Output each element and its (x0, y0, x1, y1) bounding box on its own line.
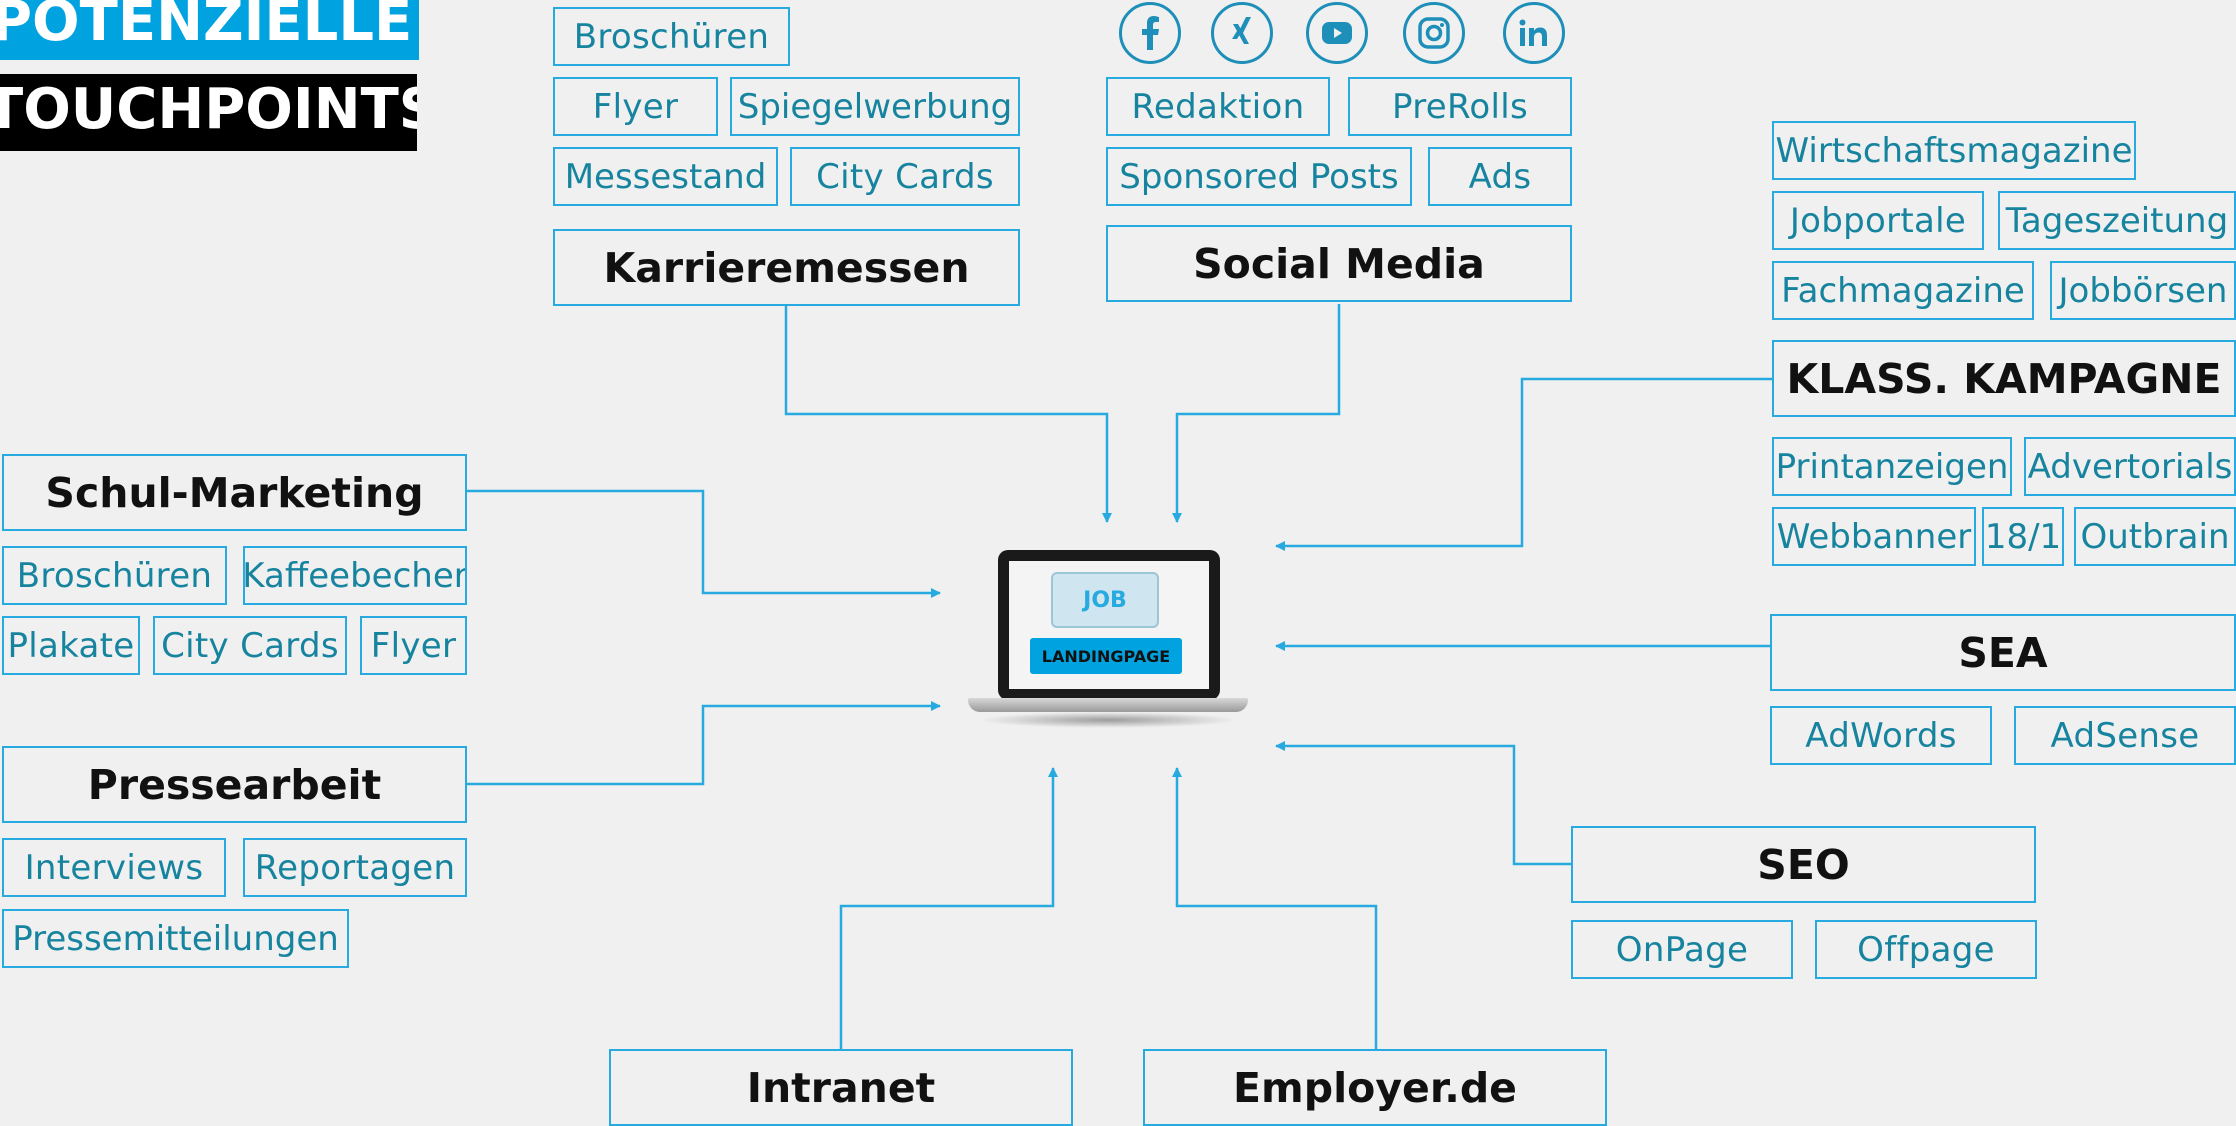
line-social-media (1172, 304, 1341, 523)
node-schul-marketing: Schul-Marketing (2, 454, 467, 531)
node-karrieremessen: Karrieremessen (553, 229, 1020, 306)
tag-outbrain: Outbrain (2074, 507, 2236, 566)
youtube-icon[interactable] (1306, 2, 1368, 64)
node-seo: SEO (1571, 826, 2036, 903)
tag-plakate: Plakate (2, 616, 140, 675)
facebook-icon[interactable] (1119, 2, 1181, 64)
node-social-media: Social Media (1106, 225, 1572, 302)
tag-redaktion: Redaktion (1106, 77, 1330, 136)
tag-onpage: OnPage (1571, 920, 1793, 979)
node-pressearbeit: Pressearbeit (2, 746, 467, 823)
instagram-icon[interactable] (1403, 2, 1465, 64)
tag-messestand: Messestand (553, 147, 778, 206)
tag-jobportale: Jobportale (1772, 191, 1984, 250)
tag-broschueren-messe: Broschüren (553, 7, 790, 66)
line-klass-kampagne (1275, 377, 1772, 551)
tag-flyer-schule: Flyer (360, 616, 467, 675)
tag-jobboersen: Jobbörsen (2050, 261, 2236, 320)
line-karrieremessen (784, 306, 1112, 523)
tag-ads: Ads (1428, 147, 1572, 206)
tag-pressemitteilungen: Pressemitteilungen (2, 909, 349, 968)
tag-interviews: Interviews (2, 838, 226, 897)
tag-broschueren-schule: Broschüren (2, 546, 227, 605)
xing-icon[interactable] (1211, 2, 1273, 64)
laptop-base (968, 698, 1248, 712)
tag-wirtschaftsmagazine: Wirtschaftsmagazine (1772, 121, 2136, 180)
line-schul-marketing (467, 489, 941, 598)
tag-spiegelwerbung: Spiegelwerbung (730, 77, 1020, 136)
tag-reportagen: Reportagen (243, 838, 467, 897)
line-intranet (839, 767, 1058, 1049)
tag-kaffeebecher: Kaffeebecher (243, 546, 467, 605)
tag-18-1: 18/1 (1982, 507, 2064, 566)
line-pressearbeit (467, 701, 941, 786)
title-line-2: TOUCHPOINTS (0, 74, 417, 151)
node-employer-de: Employer.de (1143, 1049, 1607, 1126)
tag-adsense: AdSense (2014, 706, 2236, 765)
tag-flyer-messe: Flyer (553, 77, 718, 136)
laptop-landingpage: JOB LANDINGPAGE (968, 550, 1248, 730)
tag-city-cards-schule: City Cards (153, 616, 347, 675)
tag-city-cards-messe: City Cards (790, 147, 1020, 206)
tag-adwords: AdWords (1770, 706, 1992, 765)
tag-sponsored-posts: Sponsored Posts (1106, 147, 1412, 206)
tag-prerolls: PreRolls (1348, 77, 1572, 136)
tag-tageszeitung: Tageszeitung (1998, 191, 2236, 250)
laptop-shadow (978, 712, 1238, 728)
linkedin-icon[interactable] (1503, 2, 1565, 64)
node-klass-kampagne: KLASS. KAMPAGNE (1772, 340, 2236, 417)
tag-printanzeigen: Printanzeigen (1772, 437, 2012, 496)
node-intranet: Intranet (609, 1049, 1073, 1126)
node-sea: SEA (1770, 614, 2236, 691)
line-seo (1275, 741, 1571, 866)
tag-offpage: Offpage (1815, 920, 2037, 979)
tag-fachmagazine: Fachmagazine (1772, 261, 2034, 320)
title-line-1: POTENZIELLE (0, 0, 419, 60)
landingpage-label: LANDINGPAGE (1030, 638, 1182, 674)
line-employer (1172, 767, 1378, 1049)
tag-advertorials: Advertorials (2024, 437, 2236, 496)
job-label: JOB (1051, 572, 1159, 628)
tag-webbanner: Webbanner (1772, 507, 1976, 566)
